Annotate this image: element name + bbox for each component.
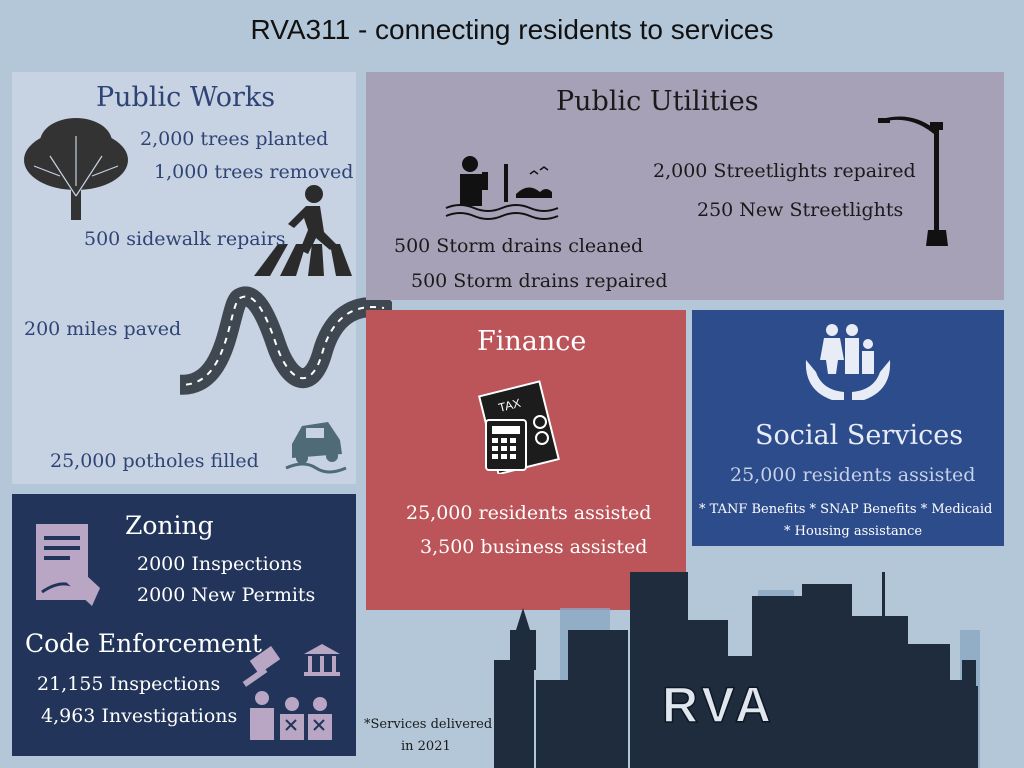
miles-paved-stat: 200 miles paved xyxy=(24,318,182,340)
tax-label: TAX xyxy=(497,396,522,415)
zoning-inspections-stat: 2000 Inspections xyxy=(137,553,303,575)
zoning-permits-stat: 2000 New Permits xyxy=(137,584,316,606)
page-title: RVA311 - connecting residents to service… xyxy=(250,14,774,45)
enforcement-icons xyxy=(242,644,340,740)
storm-drains-cleaned-stat: 500 Storm drains cleaned xyxy=(394,235,644,257)
rva-label: RVA xyxy=(662,677,775,733)
social-services-heading: Social Services xyxy=(755,420,964,451)
sidewalk-repairs-stat: 500 sidewalk repairs xyxy=(84,228,286,250)
car-pothole-icon xyxy=(285,422,347,474)
finance-heading: Finance xyxy=(477,326,587,357)
streetlights-repaired-stat: 2,000 Streetlights repaired xyxy=(653,160,916,182)
pedestrian-crossing-icon xyxy=(254,185,352,276)
document-signing-icon xyxy=(36,524,100,606)
code-inspections-stat: 21,155 Inspections xyxy=(37,673,221,695)
footnote-line-2: in 2021 xyxy=(401,739,451,754)
tree-icon xyxy=(24,118,128,220)
streetlight-icon xyxy=(878,116,948,246)
potholes-filled-stat: 25,000 potholes filled xyxy=(50,450,259,472)
code-investigations-stat: 4,963 Investigations xyxy=(41,705,238,727)
new-streetlights-stat: 250 New Streetlights xyxy=(697,199,904,221)
public-works-heading: Public Works xyxy=(96,82,276,113)
finance-panel: Finance TAX 25,000 residents assisted 3,… xyxy=(366,310,686,610)
public-utilities-heading: Public Utilities xyxy=(556,86,759,117)
code-enforcement-heading: Code Enforcement xyxy=(25,629,262,658)
benefits-line-2: * Housing assistance xyxy=(784,524,923,539)
footnote-line-1: *Services delivered xyxy=(364,717,493,732)
storm-drains-repaired-stat: 500 Storm drains repaired xyxy=(411,270,668,292)
benefits-line-1: * TANF Benefits * SNAP Benefits * Medica… xyxy=(699,502,993,517)
flood-icon xyxy=(445,156,559,220)
public-utilities-panel: Public Utilities 2,000 Streetlights repa… xyxy=(366,72,1004,300)
zoning-panel: Zoning 2000 Inspections 2000 New Permits… xyxy=(12,494,356,756)
family-hands-icon xyxy=(805,324,891,400)
finance-residents-stat: 25,000 residents assisted xyxy=(406,502,652,524)
zoning-heading: Zoning xyxy=(125,511,214,540)
trees-planted-stat: 2,000 trees planted xyxy=(140,128,329,150)
public-works-panel: Public Works 2,000 trees planted 1,000 t… xyxy=(12,72,356,484)
social-services-panel: Social Services 25,000 residents assiste… xyxy=(692,310,1004,546)
finance-business-stat: 3,500 business assisted xyxy=(420,536,648,558)
road-icon xyxy=(180,286,392,395)
city-skyline: RVA xyxy=(494,572,980,768)
trees-removed-stat: 1,000 trees removed xyxy=(154,161,354,183)
tax-calculator-icon: TAX xyxy=(478,380,560,474)
social-services-residents-stat: 25,000 residents assisted xyxy=(730,464,976,486)
